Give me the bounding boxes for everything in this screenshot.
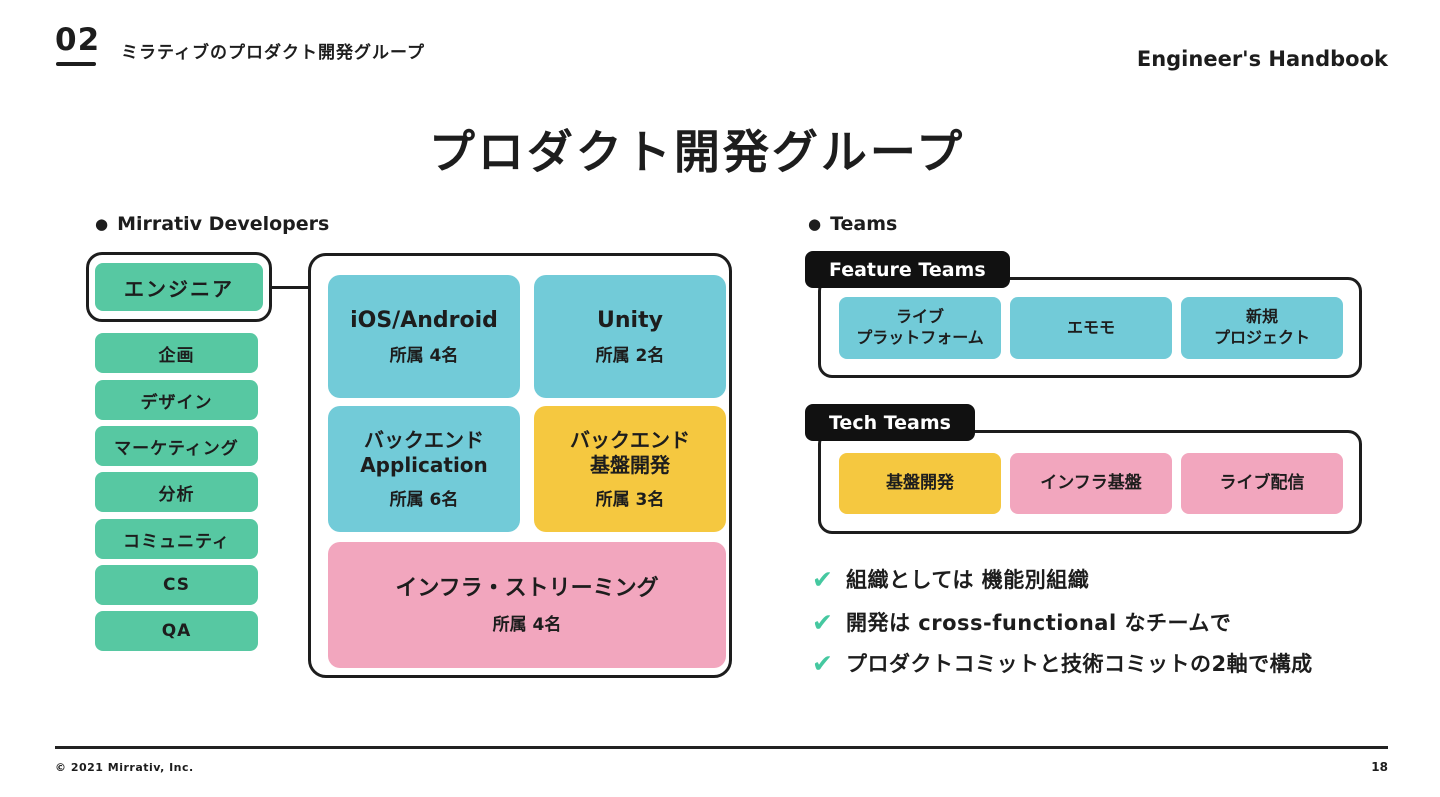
team-card-title: iOS/Android bbox=[350, 307, 498, 333]
check-icon: ✔ bbox=[812, 564, 833, 594]
tech-card-platform-dev: 基盤開発 bbox=[839, 453, 1001, 514]
footer-divider bbox=[55, 746, 1388, 749]
tech-card-live-streaming: ライブ配信 bbox=[1181, 453, 1343, 514]
bullet-icon: ● bbox=[95, 214, 109, 233]
developers-label-text: Mirrativ Developers bbox=[117, 213, 330, 235]
role-box-design: デザイン bbox=[95, 380, 258, 420]
section-number: 02 bbox=[55, 22, 101, 58]
feature-card-emomo: エモモ bbox=[1010, 297, 1172, 359]
bullet-icon: ● bbox=[808, 214, 822, 233]
note-row: ✔ 開発は cross-functional なチームで bbox=[812, 607, 1231, 637]
note-text: 開発は cross-functional なチームで bbox=[845, 611, 1232, 635]
team-card-unity: Unity 所属 2名 bbox=[534, 275, 726, 398]
team-card-members: 所属 2名 bbox=[595, 346, 665, 367]
team-card-backend-platform: バックエンド 基盤開発 所属 3名 bbox=[534, 406, 726, 532]
engineer-box: エンジニア bbox=[95, 263, 263, 311]
tech-teams-tag: Tech Teams bbox=[805, 404, 975, 441]
team-card-title: Unity bbox=[597, 307, 663, 333]
developers-section-label: ● Mirrativ Developers bbox=[95, 213, 329, 235]
team-card-members: 所属 4名 bbox=[492, 614, 562, 635]
page-title: プロダクト開発グループ bbox=[428, 125, 966, 179]
role-box-cs: CS bbox=[95, 565, 258, 605]
check-icon: ✔ bbox=[812, 648, 833, 678]
team-card-title: バックエンド Application bbox=[360, 428, 488, 477]
check-icon: ✔ bbox=[812, 607, 833, 637]
team-card-members: 所属 4名 bbox=[389, 346, 459, 367]
feature-teams-tag: Feature Teams bbox=[805, 251, 1010, 288]
feature-card-new-project: 新規 プロジェクト bbox=[1181, 297, 1343, 359]
team-card-title: バックエンド 基盤開発 bbox=[570, 428, 690, 477]
team-card-infra-streaming: インフラ・ストリーミング 所属 4名 bbox=[328, 542, 726, 668]
tech-teams-box: 基盤開発 インフラ基盤 ライブ配信 bbox=[818, 430, 1362, 534]
engineer-box-outline: エンジニア bbox=[86, 252, 272, 322]
note-text: プロダクトコミットと技術コミットの2軸で構成 bbox=[845, 652, 1313, 676]
team-card-backend-application: バックエンド Application 所属 6名 bbox=[328, 406, 520, 532]
role-box-qa: QA bbox=[95, 611, 258, 651]
team-card-ios-android: iOS/Android 所属 4名 bbox=[328, 275, 520, 398]
role-box-community: コミュニティ bbox=[95, 519, 258, 559]
note-row: ✔ プロダクトコミットと技術コミットの2軸で構成 bbox=[812, 648, 1313, 678]
tech-card-infra-platform: インフラ基盤 bbox=[1010, 453, 1172, 514]
role-box-marketing: マーケティング bbox=[95, 426, 258, 466]
feature-card-live-platform: ライブ プラットフォーム bbox=[839, 297, 1001, 359]
teams-label-text: Teams bbox=[830, 213, 898, 235]
connector-line bbox=[270, 286, 310, 289]
section-title: ミラティブのプロダクト開発グループ bbox=[121, 43, 425, 63]
team-card-members: 所属 6名 bbox=[389, 490, 459, 510]
feature-teams-box: ライブ プラットフォーム エモモ 新規 プロジェクト bbox=[818, 277, 1362, 378]
team-card-title: インフラ・ストリーミング bbox=[395, 576, 659, 602]
note-row: ✔ 組織としては 機能別組織 bbox=[812, 564, 1089, 594]
section-number-underline bbox=[56, 62, 96, 66]
handbook-label: Engineer's Handbook bbox=[1136, 47, 1388, 71]
note-text: 組織としては 機能別組織 bbox=[845, 568, 1090, 592]
role-box-planning: 企画 bbox=[95, 333, 258, 373]
teams-section-label: ● Teams bbox=[808, 213, 897, 235]
team-card-members: 所属 3名 bbox=[595, 490, 665, 510]
role-box-analysis: 分析 bbox=[95, 472, 258, 512]
page-number: 18 bbox=[1371, 760, 1388, 774]
copyright: © 2021 Mirrativ, Inc. bbox=[55, 761, 194, 774]
engineer-teams-box: iOS/Android 所属 4名 Unity 所属 2名 バックエンド App… bbox=[308, 253, 732, 678]
